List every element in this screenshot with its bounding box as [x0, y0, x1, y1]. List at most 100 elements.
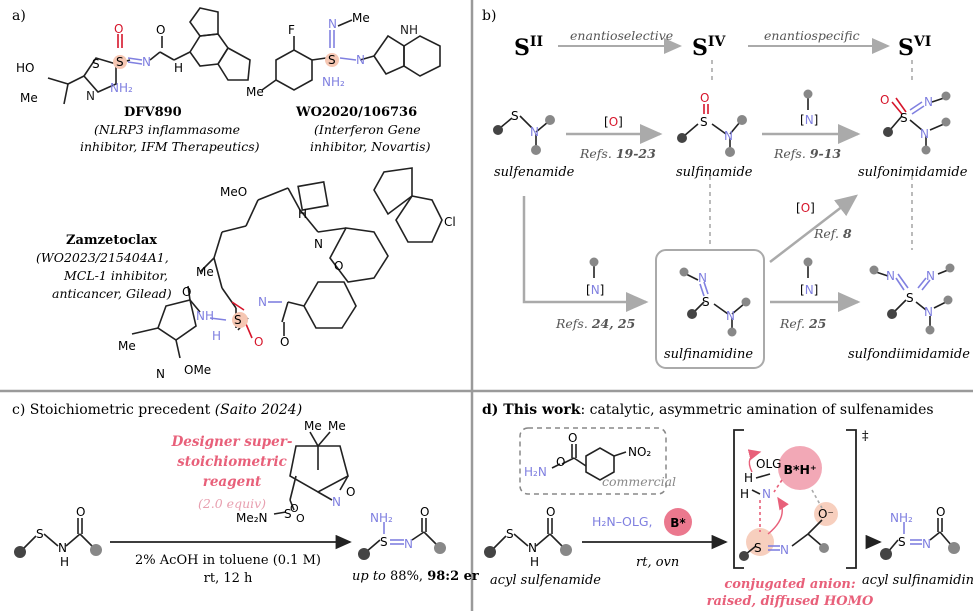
dfv890-nh2: NH₂ — [110, 81, 133, 95]
ts-curly-arrow-2 — [767, 496, 789, 535]
d-product-s: S — [898, 535, 906, 549]
product-n: N — [404, 537, 413, 551]
zamzetoclax-name: Zamzetoclax — [66, 233, 157, 248]
reagent-s: S — [284, 507, 292, 521]
dfv890-thiazole-s: S — [92, 57, 100, 71]
designer-reagent-line-1: Designer super- — [171, 434, 293, 450]
highlight-line-2: raised, diffused HOMO — [707, 594, 874, 609]
sulfondiimidamide-s: S — [906, 291, 914, 305]
sulfinamide-n: N — [724, 129, 733, 143]
commercial-label: commercial — [602, 474, 676, 489]
catalyst-label: B* — [670, 516, 686, 530]
ts-n-o-breaking-bond — [773, 479, 783, 493]
species-sulfondiimidamide: sulfondiimidamide — [848, 347, 970, 362]
zamzetoclax-n-me: Me — [118, 339, 136, 353]
d-start-o: O — [546, 505, 555, 519]
wo2020-f: F — [288, 23, 295, 37]
commercial-ester-o: O — [556, 455, 565, 469]
sulfondiimidamide-n-amine: N — [924, 305, 933, 319]
sulfonimidamide-n-amine: N — [920, 127, 929, 141]
arrow-sulfinamidine-sulfonimidamide — [769, 194, 858, 263]
zamzetoclax-sulfur-highlight — [232, 312, 248, 328]
species-sulfinamidine: sulfinamidine — [664, 347, 753, 362]
d-product-n: N — [922, 537, 931, 551]
ts-bracket-left — [733, 429, 744, 569]
ts-n-imine: N — [780, 543, 789, 557]
zamzetoclax-ring-o: O — [334, 259, 343, 273]
commercial-reagent-structure — [551, 444, 627, 481]
highlight-line-1: conjugated anion: — [724, 577, 856, 592]
panel-d: d) This work: catalytic, asymmetric amin… — [482, 402, 973, 609]
panel-d-title: d) This work: catalytic, asymmetric amin… — [482, 402, 934, 418]
panel-d-product-structure — [880, 518, 960, 560]
label-acyl-sulfenamide: acyl sulfenamide — [490, 573, 601, 588]
d-product-o: O — [936, 505, 945, 519]
sulfonimidamide-n-imine: N — [924, 95, 933, 109]
zamzetoclax-cl: Cl — [444, 215, 456, 229]
reagent-n: N — [332, 495, 341, 509]
reagent-equiv: (2.0 equiv) — [198, 496, 266, 511]
ts-structure — [739, 473, 829, 561]
commercial-carbonyl-o: O — [568, 431, 577, 445]
wo2020-n-right: N — [356, 53, 365, 67]
sulfinamidine-structure — [679, 267, 751, 337]
panel-c-product-structure — [358, 518, 446, 560]
oxidation-state-s6: SVI — [898, 34, 931, 61]
dfv890-o: O — [114, 22, 123, 36]
commercial-reagent-box — [519, 427, 667, 495]
sulfonimidamide-s: S — [900, 111, 908, 125]
dfv890-structure — [47, 7, 251, 105]
sulfonimidamide-o: O — [880, 93, 889, 107]
wo2020-structure — [261, 19, 441, 91]
ref-8: Ref. 8 — [813, 226, 852, 241]
sulfinamide-o: O — [700, 91, 709, 105]
zamzetoclax-ome: OMe — [184, 363, 211, 377]
d-start-s: S — [506, 527, 514, 541]
wo2020-name: WO2020/106736 — [295, 105, 417, 120]
ts-n-amine: N — [762, 487, 771, 501]
start-o: O — [76, 505, 85, 519]
commercial-no2: NO₂ — [628, 445, 651, 459]
d-start-h: H — [530, 555, 539, 569]
ts-bracket-right — [846, 429, 857, 569]
zamzetoclax-nh: NH — [196, 309, 214, 323]
dfv890-thiazole-n: N — [86, 89, 95, 103]
panel-b-label: b) — [482, 8, 496, 24]
zamzetoclax-me: Me — [196, 265, 214, 279]
d-start-n: N — [528, 541, 537, 555]
label-enantiospecific: enantiospecific — [764, 28, 860, 43]
reagent-so-o1: O — [290, 502, 299, 515]
start-n: N — [58, 541, 67, 555]
oxidation-state-s2: SII — [514, 34, 543, 61]
conditions-line-1: 2% AcOH in toluene (0.1 M) — [135, 553, 321, 568]
reagent-oxidation-2: [O] — [796, 201, 815, 215]
dfv890-desc-2: inhibitor, IFM Therapeutics) — [80, 139, 260, 154]
ts-curly-arrow-1 — [747, 449, 762, 473]
sulfinamidine-n-imine: N — [698, 271, 707, 285]
dfv890-name: DFV890 — [124, 105, 182, 120]
zamzetoclax-h-label: H — [212, 329, 221, 343]
wo2020-sulfur-highlight — [325, 53, 339, 67]
sulfonimidamide-structure — [883, 91, 951, 155]
zamzetoclax-desc-2: MCL-1 inhibitor, — [63, 268, 168, 283]
reagent-n-2: [N] — [586, 257, 604, 297]
reagent-me-2: Me — [328, 419, 346, 433]
dfv890-s: S — [116, 55, 124, 69]
wo2020-me: Me — [246, 85, 264, 99]
wo2020-s: S — [328, 53, 336, 67]
species-sulfonimidamide: sulfonimidamide — [858, 165, 968, 180]
label-enantioselective: enantioselective — [570, 28, 673, 43]
sulfenamide-n: N — [530, 125, 539, 139]
wo2020-n-top: N — [328, 17, 337, 31]
ref-9-13: Refs. 9-13 — [773, 146, 841, 161]
panel-a-label: a) — [12, 8, 26, 24]
d-product-nh2: NH₂ — [890, 511, 913, 525]
sulfondiimidamide-n-right: N — [926, 269, 935, 283]
wo2020-nh: NH — [400, 23, 418, 37]
ref-25: Ref. 25 — [779, 316, 826, 331]
sulfinamide-structure — [677, 104, 747, 157]
panel-a: a) HO Me S N S O N NH₂ O H — [12, 7, 456, 381]
dfv890-sulfur-highlight — [113, 55, 127, 69]
reagent-so-o2: O — [296, 512, 305, 525]
